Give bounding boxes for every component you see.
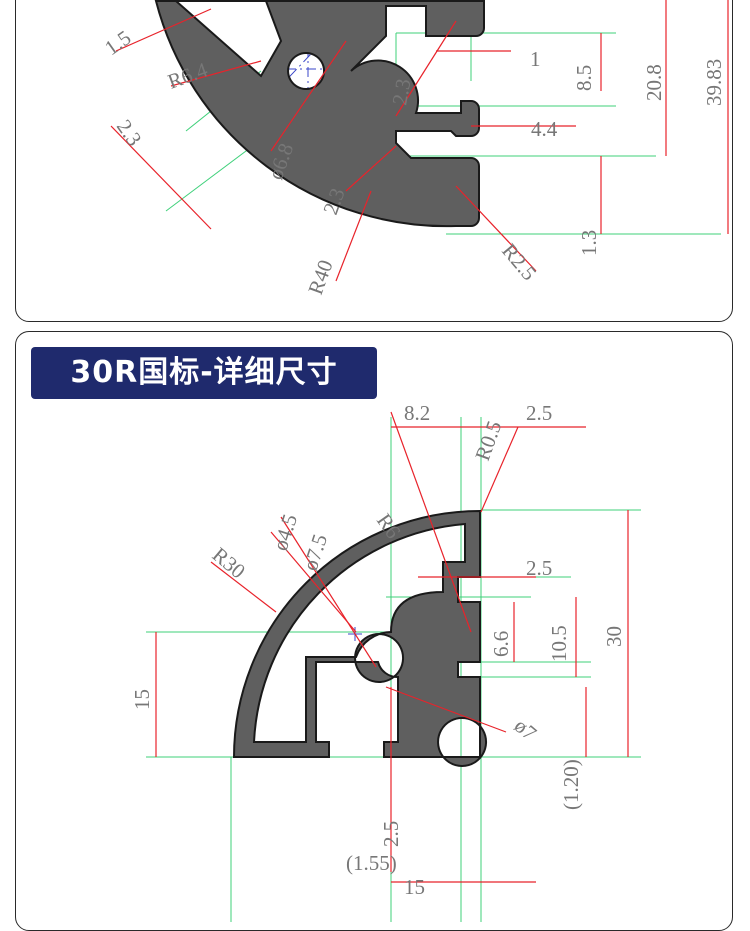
dim-8-2: 8.2	[404, 401, 430, 425]
dim-1-20: (1.20)	[559, 759, 583, 810]
dim-15-bottom: 15	[404, 875, 425, 899]
dim-4-4: 4.4	[531, 117, 558, 141]
profile-drawing-bottom: 8.2 R0.5 2.5 R30 ø4.5 ø7.5 R6 2.5 6.6 10…	[130, 401, 641, 922]
dim-15-left: 15	[130, 689, 154, 710]
dim-2-3-left: 2.3	[112, 115, 147, 150]
bottom-drawing-panel: 30R国标-详细尺寸	[15, 331, 733, 931]
dim-1-3: 1.3	[577, 230, 601, 256]
dim-r0-5: R0.5	[470, 418, 506, 464]
dim-r2-5: R2.5	[497, 239, 541, 285]
aluminum-profile-top	[154, 0, 485, 228]
dim-r40: R40	[303, 257, 338, 298]
dim-8-5: 8.5	[572, 65, 596, 91]
profile-drawing-top: 1.5 R6.4 2.3 ø6.8 2.3 2.3 R40 1 8.5 20.8…	[100, 0, 729, 298]
dimension-lines	[155, 411, 629, 883]
dim-30: 30	[602, 626, 626, 647]
dim-20-8: 20.8	[642, 64, 666, 101]
dim-2-3-right: 2.3	[387, 77, 415, 107]
dim-dia-7: ø7	[510, 713, 542, 745]
dim-2-5-top: 2.5	[526, 401, 552, 425]
dim-r30: R30	[208, 542, 250, 583]
dim-1-5: 1.5	[100, 25, 135, 60]
dim-10-5: 10.5	[547, 625, 571, 662]
dim-2-5-mid: 2.5	[526, 556, 552, 580]
dimension-lines	[110, 0, 729, 282]
dim-dia-4-5: ø4.5	[268, 511, 302, 553]
section-title: 30R国标-详细尺寸	[31, 347, 377, 399]
top-drawing-panel: 1.5 R6.4 2.3 ø6.8 2.3 2.3 R40 1 8.5 20.8…	[15, 0, 733, 322]
dim-6-6: 6.6	[489, 631, 513, 657]
dim-2-5-bottom: 2.5	[379, 821, 403, 847]
aluminum-profile-30r	[232, 509, 488, 767]
dim-1: 1	[530, 47, 541, 71]
dim-39-83: 39.83	[702, 59, 726, 106]
dim-1-55: (1.55)	[346, 851, 397, 875]
